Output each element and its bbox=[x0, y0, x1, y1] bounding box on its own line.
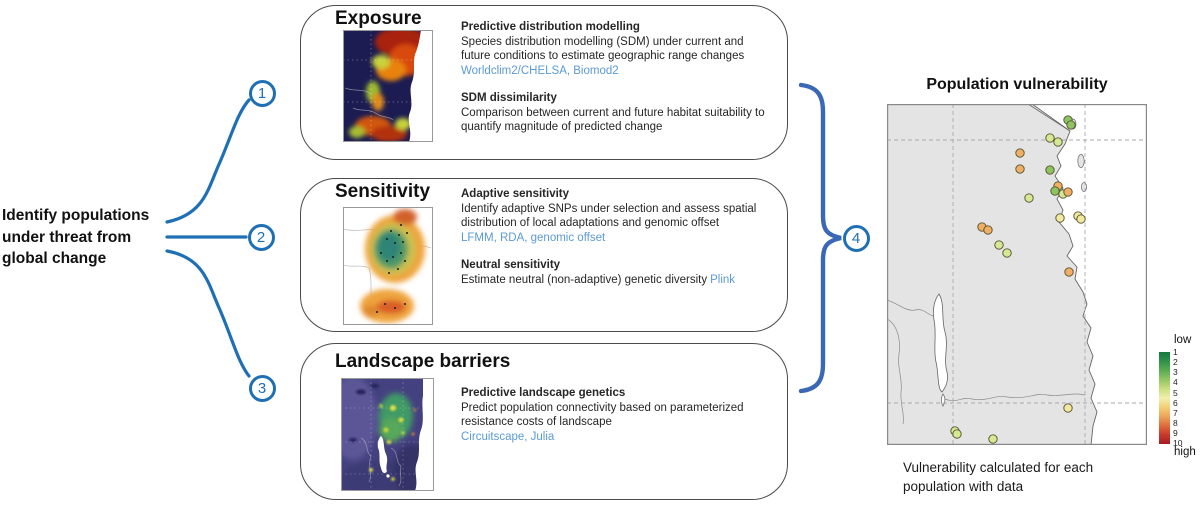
section-body: Identify adaptive SNPs under selection a… bbox=[461, 202, 757, 230]
population-dot bbox=[988, 434, 998, 444]
box-landscape-barriers: Landscape barriers bbox=[300, 343, 788, 500]
sdm-suitability-map-thumbnail bbox=[343, 30, 433, 142]
brace-to-step-4 bbox=[798, 82, 842, 394]
section-body: Species distribution modelling (SDM) und… bbox=[461, 35, 745, 63]
population-dot bbox=[1015, 164, 1025, 174]
section-body: Estimate neutral (non-adaptive) genetic … bbox=[461, 273, 736, 286]
section-heading: Neutral sensitivity bbox=[461, 259, 561, 271]
vulnerability-colorbar bbox=[1159, 352, 1170, 444]
section-heading: SDM dissimilarity bbox=[461, 92, 557, 104]
box-exposure: Exposure bbox=[300, 5, 788, 160]
section: Predictive distribution modelling Specie… bbox=[461, 20, 769, 78]
legend-tick: 7 bbox=[1173, 407, 1178, 418]
legend-tick: 10 bbox=[1173, 438, 1183, 449]
section: Neutral sensitivity Estimate neutral (no… bbox=[461, 258, 769, 287]
population-dot bbox=[1045, 133, 1055, 143]
step-badge-4: 4 bbox=[842, 224, 870, 252]
legend-tick: 1 bbox=[1173, 347, 1178, 357]
box-landscape-barriers-title: Landscape barriers bbox=[335, 351, 511, 372]
box-landscape-barriers-text: Predictive landscape genetics Predict po… bbox=[461, 386, 769, 444]
legend-tick: 2 bbox=[1173, 357, 1178, 368]
population-dot bbox=[1053, 137, 1063, 147]
figure-goal-heading: Identify populations under threat from g… bbox=[2, 205, 172, 270]
goal-line-2: under threat from bbox=[2, 228, 132, 246]
section-heading: Adaptive sensitivity bbox=[461, 188, 570, 200]
vulnerability-map-caption: Vulnerability calculated for each popula… bbox=[903, 460, 1094, 494]
section-heading: Predictive landscape genetics bbox=[461, 387, 626, 399]
legend-high-label: high bbox=[1174, 446, 1196, 458]
adaptive-sensitivity-map-thumbnail bbox=[343, 207, 433, 325]
goal-line-3: global change bbox=[2, 250, 107, 267]
connector-to-step-1 bbox=[165, 98, 251, 224]
legend-tick: 5 bbox=[1173, 387, 1178, 398]
population-dot bbox=[1066, 120, 1076, 130]
connector-to-step-3 bbox=[165, 249, 251, 378]
population-dot bbox=[994, 240, 1004, 250]
population-dot bbox=[1045, 165, 1055, 175]
box-sensitivity-text: Adaptive sensitivity Identify adaptive S… bbox=[461, 187, 769, 287]
step-badge-1: 1 bbox=[248, 79, 276, 107]
legend-tick: 6 bbox=[1173, 397, 1178, 408]
section: Predictive landscape genetics Predict po… bbox=[461, 386, 769, 444]
lake bbox=[932, 293, 948, 393]
legend-tick: 8 bbox=[1173, 418, 1178, 429]
box-exposure-title: Exposure bbox=[335, 8, 422, 29]
legend-tick: 9 bbox=[1173, 428, 1178, 439]
legend-low-label: low bbox=[1174, 334, 1192, 346]
tool-names: Worldclim2/CHELSA, Biomod2 bbox=[461, 64, 619, 77]
population-dot bbox=[1063, 403, 1073, 413]
landscape-resistance-map-thumbnail bbox=[341, 378, 434, 491]
tool-names: LFMM, RDA, genomic offset bbox=[461, 231, 606, 244]
population-dot bbox=[1015, 148, 1025, 158]
population-dots-layer bbox=[950, 115, 1086, 444]
legend-tick: 4 bbox=[1173, 377, 1178, 388]
population-dot bbox=[1063, 187, 1073, 197]
tool-names: Plink bbox=[710, 273, 736, 286]
section-body: Predict population connectivity based on… bbox=[461, 401, 744, 429]
population-dot bbox=[952, 429, 962, 439]
vulnerability-map-title: Population vulnerability bbox=[926, 76, 1108, 93]
population-dot bbox=[1076, 214, 1086, 224]
step-badge-3: 3 bbox=[248, 374, 276, 402]
legend-tick: 3 bbox=[1173, 367, 1178, 378]
population-dot bbox=[1050, 186, 1060, 196]
section-body: Comparison between current and future ha… bbox=[461, 106, 765, 134]
vulnerability-map bbox=[886, 103, 1147, 450]
population-dot bbox=[1055, 213, 1065, 223]
population-dot bbox=[1024, 193, 1034, 203]
population-dot bbox=[983, 225, 993, 235]
population-dot bbox=[1002, 248, 1012, 258]
box-sensitivity: Sensitivity bbox=[300, 178, 788, 332]
goal-line-1: Identify populations bbox=[2, 207, 150, 224]
step-badge-2: 2 bbox=[247, 223, 275, 251]
section-heading: Predictive distribution modelling bbox=[461, 21, 640, 33]
tool-names: Circuitscape, Julia bbox=[461, 430, 555, 443]
box-sensitivity-title: Sensitivity bbox=[335, 181, 431, 202]
box-exposure-text: Predictive distribution modelling Specie… bbox=[461, 20, 769, 135]
section: SDM dissimilarity Comparison between cur… bbox=[461, 91, 769, 135]
section: Adaptive sensitivity Identify adaptive S… bbox=[461, 187, 769, 245]
population-dot bbox=[1064, 267, 1074, 277]
